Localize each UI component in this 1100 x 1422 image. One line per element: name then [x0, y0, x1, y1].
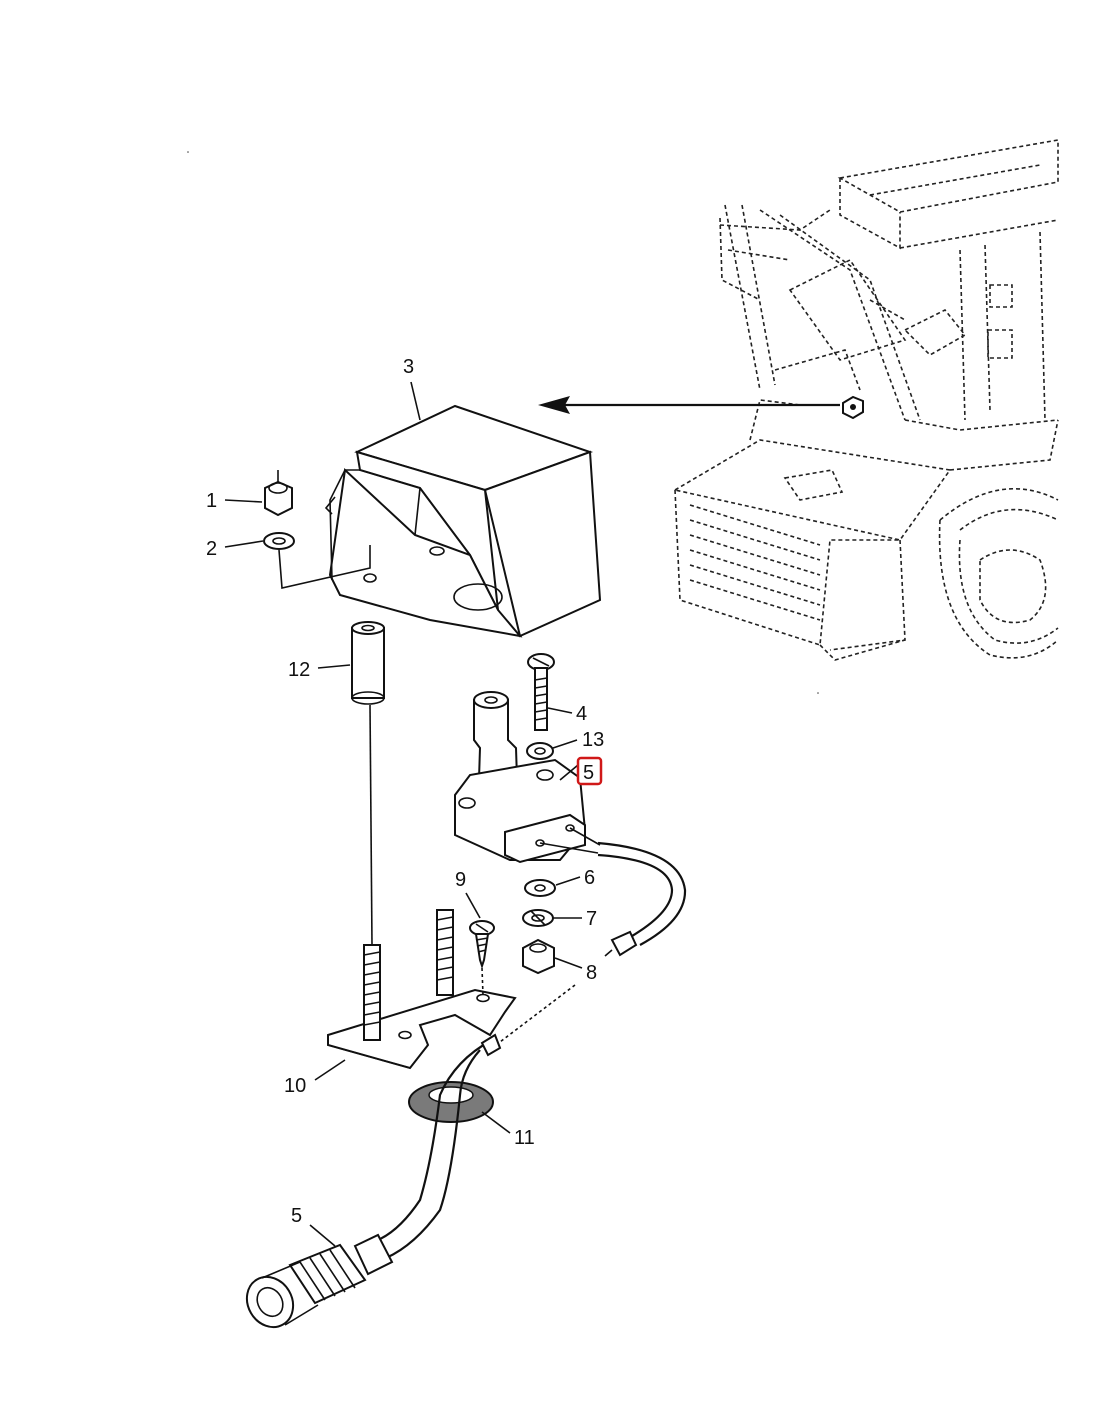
nut-part-1: [264, 470, 293, 517]
washer-part-13: [526, 742, 554, 760]
spacer-part-12: [351, 621, 385, 705]
callout-1: 1: [206, 490, 217, 512]
bracket-part-10: [327, 909, 517, 1070]
screw-part-9: [469, 920, 495, 970]
callout-6: 6: [584, 867, 595, 889]
callout-8: 8: [586, 962, 597, 984]
tractor-outline-icon: [672, 139, 1059, 661]
callout-3: 3: [403, 356, 414, 378]
callout-2: 2: [206, 538, 217, 560]
callout-13: 13: [582, 729, 604, 751]
grommet-part-11: [408, 1081, 494, 1123]
callout-4: 4: [576, 703, 587, 725]
nut-part-8: [522, 938, 555, 975]
callout-12: 12: [288, 659, 310, 681]
washer-part-2: [263, 532, 295, 550]
lock-washer-part-7: [522, 909, 554, 927]
connector-cable: [377, 1033, 502, 1260]
leader-lines: [224, 381, 583, 1247]
socket-part-5: [454, 691, 687, 957]
callout-7: 7: [586, 908, 597, 930]
arrow-icon: [538, 396, 840, 414]
cover-part: [324, 404, 602, 638]
callout-5-highlighted: 5: [583, 762, 594, 784]
callout-10: 10: [284, 1075, 306, 1097]
connector-plug: [245, 1233, 394, 1329]
callout-5-connector: 5: [291, 1205, 302, 1227]
callout-11: 11: [514, 1127, 535, 1149]
highlight-box: [576, 756, 603, 786]
washer-part-6: [524, 879, 556, 897]
bolt-part-4: [527, 653, 555, 731]
callout-9: 9: [455, 869, 466, 891]
